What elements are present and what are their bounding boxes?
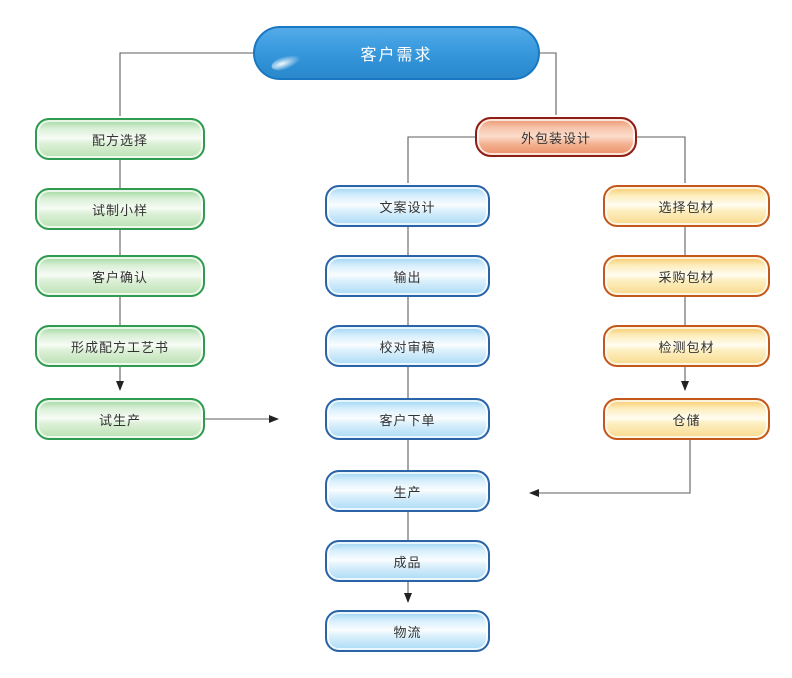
node-purchase-packaging: 采购包材	[603, 255, 770, 297]
node-label: 仓储	[672, 413, 701, 429]
node-label: 客户需求	[360, 45, 433, 64]
node-label: 输出	[393, 270, 422, 286]
edge-outer-packaging-design-to-copy-design	[407, 136, 475, 183]
node-label: 生产	[393, 485, 422, 501]
node-label: 文案设计	[379, 200, 436, 216]
node-trial-sample: 试制小样	[35, 188, 205, 230]
edge-customer-demand-to-formula-selection	[119, 52, 255, 116]
node-logistics: 物流	[325, 610, 490, 652]
node-output: 输出	[325, 255, 490, 297]
node-formula-selection: 配方选择	[35, 118, 205, 160]
node-production: 生产	[325, 470, 490, 512]
node-label: 外包装设计	[520, 131, 591, 147]
node-label: 客户确认	[91, 270, 148, 286]
node-select-packaging: 选择包材	[603, 185, 770, 227]
node-label: 试生产	[98, 413, 141, 429]
node-customer-confirmation: 客户确认	[35, 255, 205, 297]
node-label: 形成配方工艺书	[70, 340, 169, 356]
node-customer-demand: 客户需求	[253, 26, 540, 80]
gloss-highlight	[269, 51, 303, 74]
edge-customer-demand-to-outer-packaging-design	[538, 52, 557, 115]
node-copy-design: 文案设计	[325, 185, 490, 227]
edge-outer-packaging-design-to-select-packaging	[637, 136, 686, 183]
node-outer-packaging-design: 外包装设计	[475, 117, 637, 157]
node-label: 选择包材	[658, 200, 715, 216]
node-label: 配方选择	[91, 133, 148, 149]
node-inspect-packaging: 检测包材	[603, 325, 770, 367]
node-label: 采购包材	[658, 270, 715, 286]
node-warehousing: 仓储	[603, 398, 770, 440]
node-label: 检测包材	[658, 340, 715, 356]
node-label: 试制小样	[91, 203, 148, 219]
node-finished-product: 成品	[325, 540, 490, 582]
node-label: 成品	[393, 555, 422, 571]
node-customer-order: 客户下单	[325, 398, 490, 440]
node-trial-production: 试生产	[35, 398, 205, 440]
node-label: 校对审稿	[379, 340, 436, 356]
edge-warehousing-to-production	[529, 440, 691, 497]
node-proofreading-review: 校对审稿	[325, 325, 490, 367]
node-formula-process-document: 形成配方工艺书	[35, 325, 205, 367]
node-label: 物流	[393, 625, 422, 641]
node-label: 客户下单	[379, 413, 436, 429]
